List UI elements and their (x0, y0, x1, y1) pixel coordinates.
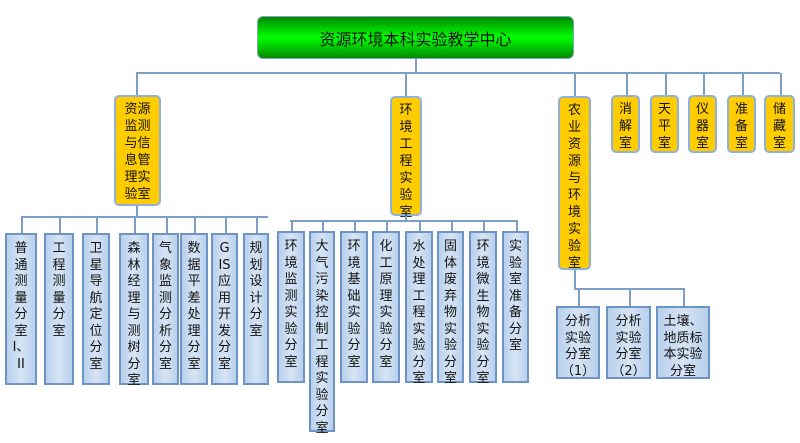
connector (405, 73, 407, 96)
room-node: 环境微生物实验分室 (469, 231, 497, 386)
room-node: GIS应用开发分室 (211, 233, 238, 385)
connector (450, 220, 453, 231)
connector (322, 220, 324, 231)
room-node: 实验室准备分室 (502, 231, 529, 383)
connector (574, 73, 576, 96)
connector (136, 206, 138, 216)
connector (741, 73, 744, 95)
connector (405, 216, 407, 220)
room-node: 分析实验分室（1） (556, 306, 600, 379)
connector (194, 216, 196, 233)
connector (625, 73, 628, 95)
connector (702, 73, 705, 95)
connector (386, 220, 388, 231)
room-node: 土壤、地质标本实验分室 (656, 306, 710, 379)
connector (256, 216, 258, 233)
connector (578, 288, 580, 306)
connector (136, 73, 138, 95)
connector (291, 220, 293, 231)
connector (22, 216, 268, 218)
root-node: 资源环境本科实验教学中心 (257, 16, 574, 59)
room-node: 分析实验分室（2） (606, 306, 651, 379)
connector (628, 288, 631, 306)
connector (21, 216, 23, 233)
connector (354, 220, 356, 231)
connector (574, 270, 576, 288)
room-node: 天平室 (650, 95, 679, 153)
connector (515, 220, 518, 231)
connector (415, 59, 417, 73)
connector (419, 220, 421, 231)
room-node: 森林经理与测树分室 (119, 233, 149, 388)
room-node: 化工原理实验分室 (372, 231, 400, 383)
connector (165, 216, 168, 233)
lab-node: 环境工程实验室 (390, 96, 422, 220)
connector (134, 216, 136, 233)
connector (224, 216, 227, 233)
room-node: 普通测量分室I、II (5, 233, 37, 385)
connector (96, 216, 98, 233)
room-node: 数据平差处理分室 (180, 233, 208, 385)
room-node: 仪器室 (688, 95, 717, 153)
lab-node: 农业资源与环境实验室 (558, 96, 591, 271)
room-node: 规划设计分室 (243, 233, 269, 385)
connector (683, 288, 685, 306)
room-node: 水处理工程实验分室 (405, 231, 433, 386)
room-node: 准备室 (727, 95, 756, 153)
connector (136, 72, 780, 74)
connector (290, 220, 518, 222)
connector (779, 73, 782, 95)
connector (59, 216, 61, 233)
room-node: 环境基础实验分室 (340, 231, 368, 383)
room-node: 储藏室 (764, 95, 795, 153)
room-node: 环境监测实验分室 (277, 231, 305, 383)
room-node: 卫星导航定位分室 (82, 233, 110, 385)
room-node: 工程测量分室 (44, 233, 74, 385)
lab-node: 资源监测与信息管理实验室 (114, 95, 161, 206)
room-node: 大气污染控制工程实验分室 (309, 231, 335, 436)
connector (664, 73, 667, 95)
room-node: 消解室 (611, 95, 640, 153)
connector (483, 220, 485, 231)
room-node: 固体废弃物实验分室 (437, 231, 464, 386)
room-node: 气象监测分析分室 (152, 233, 179, 385)
